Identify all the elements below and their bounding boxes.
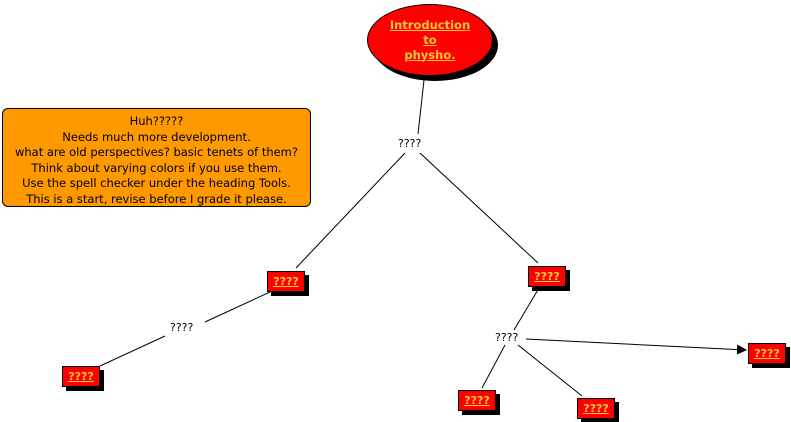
note-line: what are old perspectives? basic tenets … [14, 145, 298, 159]
concept-node[interactable]: ???? [748, 343, 786, 364]
root-concept[interactable]: Introduction to physho. [367, 4, 493, 76]
concept-node[interactable]: ???? [62, 366, 100, 387]
connector [513, 287, 540, 331]
instructor-note: Huh????? Needs much more development. wh… [2, 108, 311, 207]
linking-phrase[interactable]: ???? [397, 137, 423, 150]
root-line: to [423, 32, 437, 47]
root-line: Introduction [389, 17, 471, 32]
note-line: This is a start, revise before I grade i… [26, 191, 287, 206]
note-line: Huh????? [129, 114, 184, 128]
connector [517, 344, 583, 397]
connector [481, 344, 506, 389]
connector [417, 79, 425, 135]
concept-node[interactable]: ???? [458, 390, 496, 411]
concept-node[interactable]: ???? [267, 271, 305, 292]
arrow-connector [525, 338, 747, 355]
note-line: Use the spell checker under the heading … [22, 176, 291, 190]
note-line: Think about varying colors if you use th… [31, 160, 282, 175]
note-line: Needs much more development. [62, 129, 251, 144]
linking-phrase[interactable]: ???? [494, 331, 520, 344]
root-line: physho. [404, 47, 456, 62]
connector [419, 152, 539, 264]
connector [204, 291, 271, 323]
concept-node[interactable]: ???? [577, 398, 615, 419]
connector [99, 335, 166, 367]
concept-node[interactable]: ???? [528, 266, 566, 287]
connector [295, 152, 406, 269]
linking-phrase[interactable]: ???? [169, 321, 195, 334]
